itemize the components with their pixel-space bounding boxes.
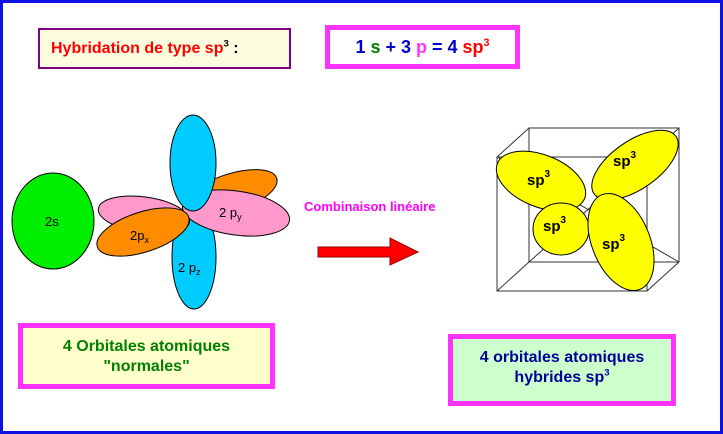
hybrid-lobe-bottom-right <box>587 192 655 292</box>
formula-plus: + <box>380 37 401 57</box>
orbital-2pz-top-lobe <box>169 114 217 212</box>
label-2px: 2px <box>130 228 149 245</box>
hybrid-label-3: sp3 <box>543 215 567 235</box>
arrow-icon <box>317 237 420 266</box>
normal-box-line1: 4 Orbitales atomiques <box>62 338 231 355</box>
normal-box-line2: "normales" <box>103 358 190 375</box>
orbital-2px-front-lobe <box>96 207 190 257</box>
label-2pz: 2 pz <box>178 260 201 277</box>
title-superscript: 3 <box>223 38 229 50</box>
title-box: Hybridation de type sp3 : <box>38 28 291 69</box>
orbital-2s <box>11 172 95 270</box>
hybrid-label-1: sp3 <box>527 169 551 189</box>
combination-label: Combinaison linéaire <box>304 199 436 214</box>
formula-sp: sp <box>462 37 484 57</box>
hybrid-lobe-top-left <box>495 150 587 212</box>
hybrid-label-4: sp3 <box>602 233 626 253</box>
label-2s: 2s <box>45 214 59 229</box>
label-2py: 2 py <box>219 205 242 222</box>
hybrid-box-line2-text: hybrides sp <box>514 369 605 386</box>
formula-box: 1 s + 3 p = 4 sp3 <box>325 25 520 69</box>
formula-superscript: 3 <box>483 37 490 49</box>
formula-p: p <box>416 37 427 57</box>
hybrid-box-line2: hybrides sp3 <box>453 368 671 388</box>
hybrid-label-2: sp3 <box>613 150 637 170</box>
hybrid-orbitals-box: 4 orbitales atomiques hybrides sp3 <box>448 334 676 406</box>
title-colon: : <box>228 40 239 57</box>
formula-p-coef: 3 <box>400 37 416 57</box>
formula-equals: = 4 <box>427 37 463 57</box>
hybrid-box-superscript: 3 <box>604 367 610 379</box>
normal-orbitals-box: 4 Orbitales atomiques "normales" <box>18 323 275 389</box>
formula-s: s <box>370 37 381 57</box>
title-text: Hybridation de type sp <box>51 40 224 57</box>
hybrid-lobe-small <box>532 202 590 256</box>
hybrid-lobe-top-right <box>591 129 679 201</box>
hybrid-box-line1: 4 orbitales atomiques <box>479 349 645 366</box>
formula-s-coef: 1 <box>355 37 371 57</box>
